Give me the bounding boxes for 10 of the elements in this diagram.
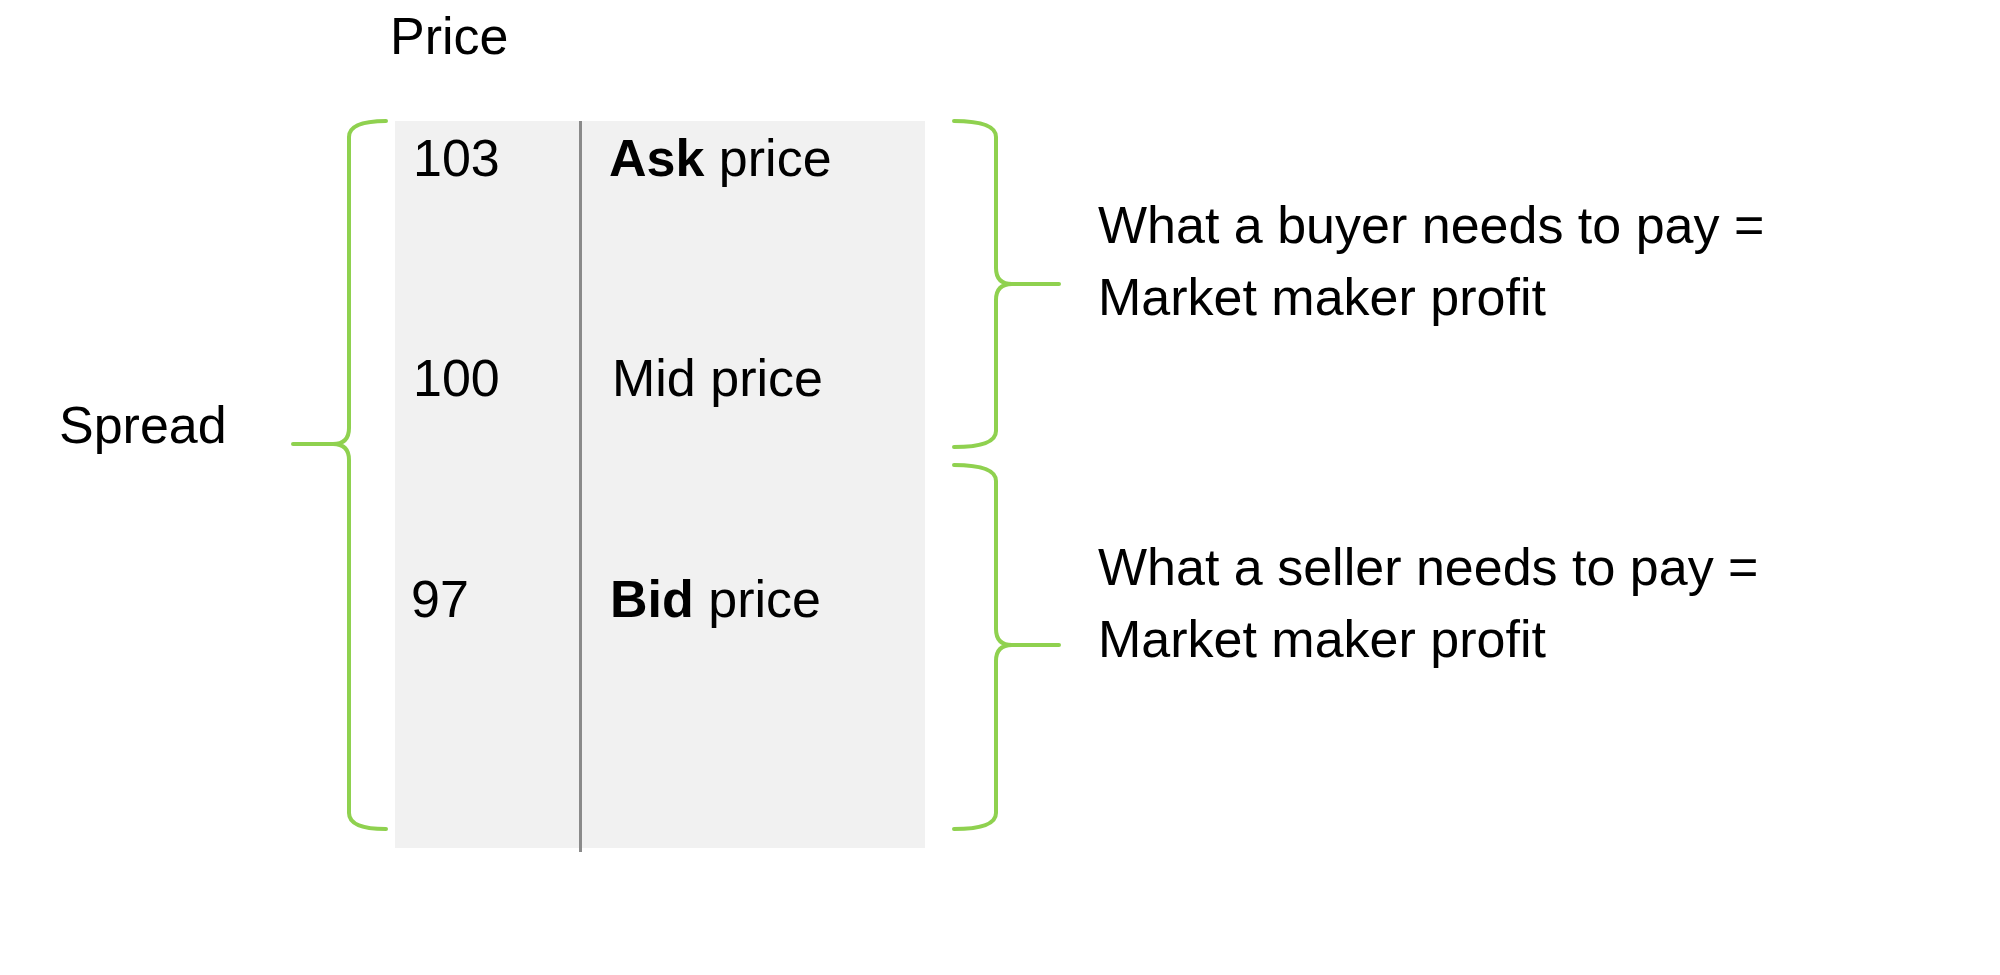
price-value: 100 (413, 348, 500, 409)
price-label: Ask price (609, 128, 832, 189)
brace-label: Spread (59, 395, 227, 456)
price-label: Mid price (612, 348, 823, 409)
price-value: 97 (411, 569, 469, 630)
price-value: 103 (413, 128, 500, 189)
annotation-text: What a buyer needs to pay = Market maker profit (1098, 195, 1766, 328)
price-label: Bid price (610, 569, 821, 630)
column-heading: Price (390, 6, 509, 67)
annotation-text: What a seller needs to pay = Market maker profit (1098, 537, 1760, 670)
